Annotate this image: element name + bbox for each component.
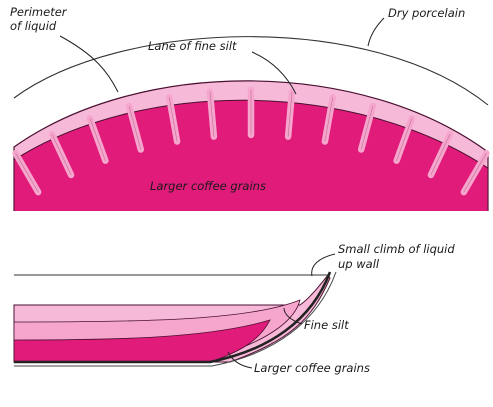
fine-silt-finger-outline	[128, 106, 142, 150]
small-climb-label-line2: up wall	[338, 257, 380, 271]
fine-silt-finger	[321, 93, 337, 145]
fine-silt-lane-leader	[251, 51, 297, 95]
fine-silt-finger-outline	[51, 134, 72, 176]
fine-silt-finger-outline	[89, 118, 106, 161]
perimeter-leader	[59, 35, 119, 93]
side-view: Small climb of liquid up wall Fine silt …	[13, 242, 455, 375]
fine-silt-finger	[165, 93, 181, 145]
side-coffee-grains-layer	[13, 319, 271, 363]
top-coffee-grains-label: Larger coffee grains	[150, 179, 266, 193]
fine-silt-finger	[86, 115, 109, 164]
fine-silt-finger	[427, 130, 454, 179]
top-view: Perimeter of liquid Lane of fine silt Dr…	[0, 5, 493, 213]
fine-silt-finger-outline	[15, 153, 39, 193]
perimeter-label-line2: of liquid	[10, 19, 57, 33]
fine-silt-finger	[393, 115, 416, 164]
fine-silt-finger-outline	[209, 91, 215, 137]
dry-porcelain-arc	[13, 36, 489, 106]
dry-porcelain-leader	[367, 17, 385, 47]
side-grains-leader	[227, 351, 253, 369]
fine-silt-finger	[206, 88, 218, 140]
cup-wall	[14, 271, 332, 364]
fine-silt-label: Fine silt	[304, 318, 349, 332]
fine-silt-finger-outline	[430, 134, 451, 176]
cup-wall-inner	[14, 271, 337, 367]
fine-silt-finger	[125, 102, 145, 153]
dry-porcelain-label: Dry porcelain	[388, 6, 465, 20]
fine-silt-finger	[48, 130, 75, 179]
side-coffee-grains-label: Larger coffee grains	[254, 361, 370, 375]
fine-silt-finger	[357, 102, 377, 153]
fine-silt-finger	[460, 149, 490, 196]
fine-silt-finger-outline	[360, 106, 374, 150]
fine-silt-finger	[12, 149, 42, 196]
fine-silt-finger-outline	[168, 97, 178, 142]
fine-silt-fingers	[12, 86, 490, 196]
fine-silt-finger-outline	[287, 91, 293, 137]
fine-silt-lane-label: Lane of fine silt	[148, 39, 237, 53]
fine-silt-finger-outline	[396, 118, 413, 161]
fine-silt-finger-outline	[463, 153, 487, 193]
small-climb-leader	[311, 253, 336, 277]
fine-silt-leader	[283, 307, 303, 325]
perimeter-label-line1: Perimeter	[10, 5, 68, 19]
fine-silt-finger-outline	[324, 97, 334, 142]
small-climb-label-line1: Small climb of liquid	[338, 242, 455, 256]
fine-silt-finger	[284, 88, 296, 140]
